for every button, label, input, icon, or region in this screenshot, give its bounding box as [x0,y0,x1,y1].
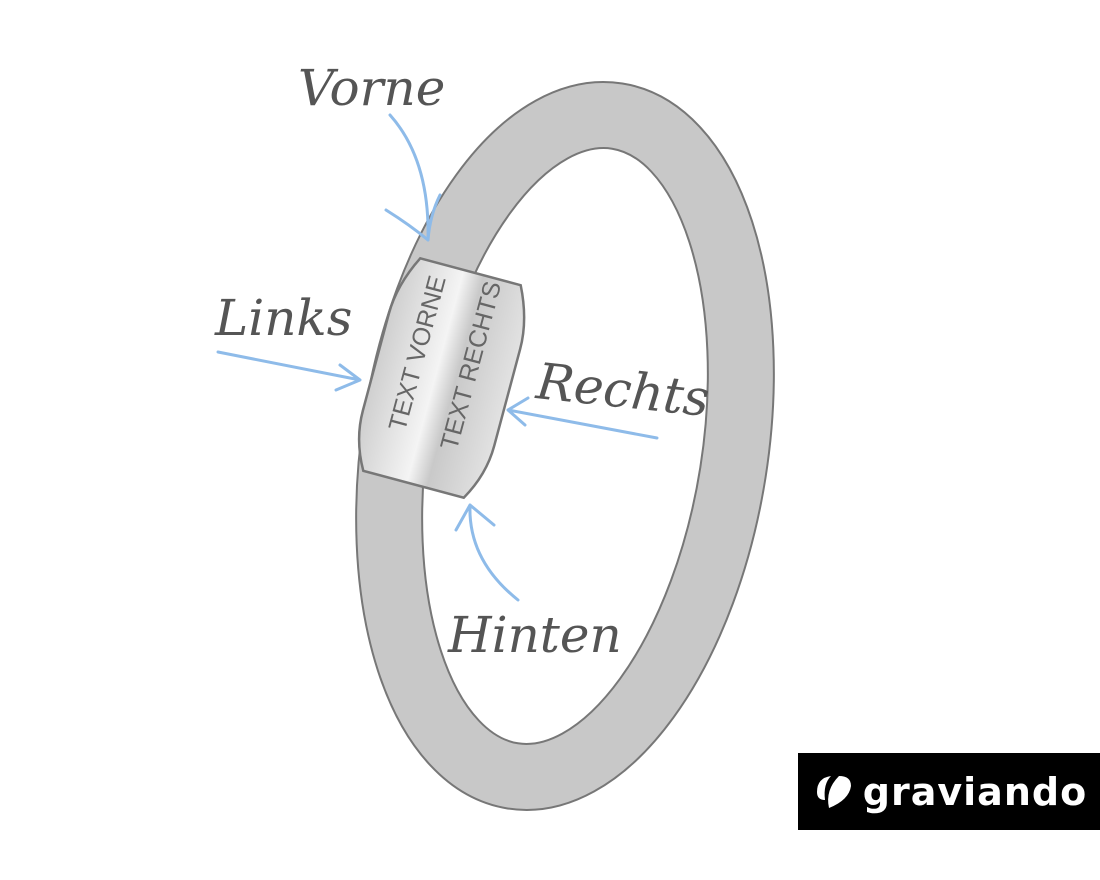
label-front: Vorne [298,59,445,117]
arrow-back [454,503,520,602]
bracelet-clasp: TEXT VORNE TEXT RECHTS [357,256,526,500]
leaf-logo-icon [816,775,851,808]
brand-name: graviando [862,769,1088,814]
arrow-front [384,113,442,242]
arrow-right [506,396,659,440]
label-left: Links [214,289,352,347]
label-back: Hinten [447,606,622,664]
label-right: Rechts [533,352,712,428]
arrow-left [216,350,362,392]
brand-logo: graviando [798,753,1100,830]
